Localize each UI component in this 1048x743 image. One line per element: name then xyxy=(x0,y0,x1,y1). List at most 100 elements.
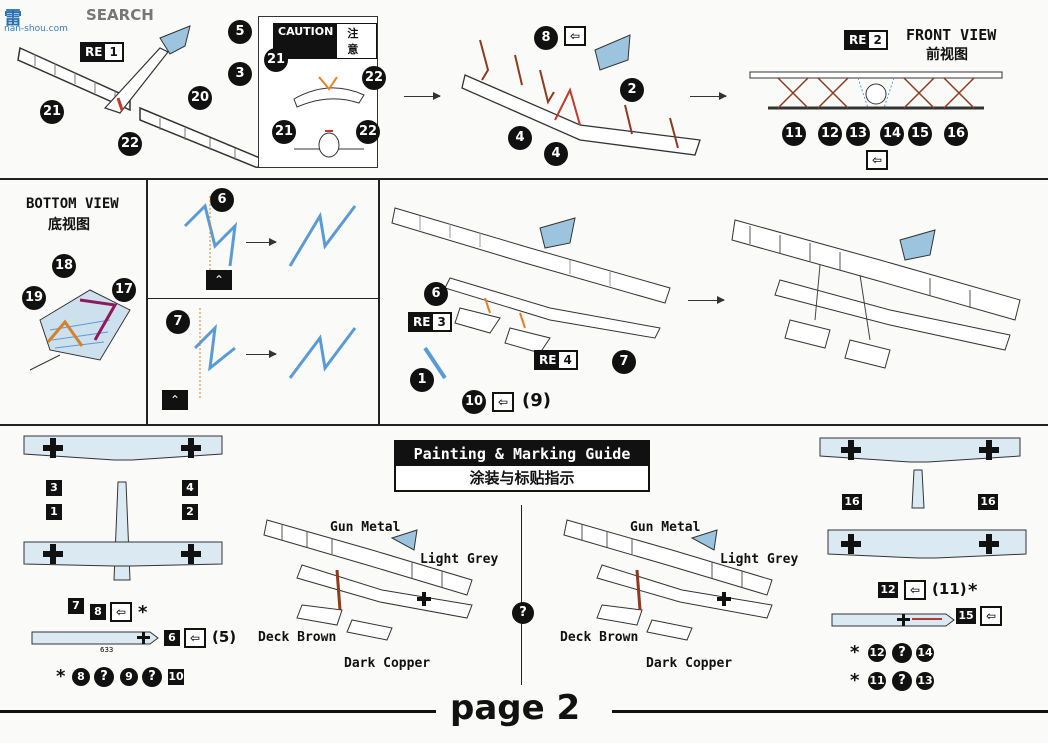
right-bottom-wing-diagram xyxy=(827,469,1027,559)
part-12-front: 12 xyxy=(818,122,842,146)
wing-assembly-diagram xyxy=(17,25,261,168)
color-deck-brown-left: Deck Brown xyxy=(258,630,337,645)
paren-5-label: (5) xyxy=(212,628,237,646)
part-16-front: 16 xyxy=(944,122,968,146)
divider-row1 xyxy=(0,178,1048,180)
step6-part-6: 6 xyxy=(210,188,234,212)
part-19: 19 xyxy=(22,286,46,310)
decal-16-left: 16 xyxy=(842,494,862,510)
guide-title-cn: 涂装与标贴指示 xyxy=(396,466,648,490)
unknown-icon-right-a: ? xyxy=(892,643,912,663)
caution-part-22-top: 22 xyxy=(362,66,386,90)
biplane-assembly-diagram xyxy=(391,207,671,380)
color-dark-copper-left: Dark Copper xyxy=(344,656,431,671)
decal-8-left: 8 xyxy=(90,604,106,620)
bottom-view-title-cn: 底视图 xyxy=(48,217,90,233)
left-top-wing-diagram xyxy=(23,435,223,461)
svg-text:633: 633 xyxy=(100,646,113,654)
star-right-2: * xyxy=(850,642,860,663)
decal-6-left: 6 xyxy=(164,630,180,646)
bottom-view-diagram xyxy=(29,289,131,371)
star-left-1: * xyxy=(138,602,148,623)
color-deck-brown-right: Deck Brown xyxy=(560,630,639,645)
watermark-logo: 雷 SEARCH nan-shou.com xyxy=(4,4,164,38)
decal-12-bottom: 12 xyxy=(868,644,886,662)
front-view-diagram xyxy=(749,71,1003,110)
flip-icon-15: ⇦ xyxy=(980,606,1002,626)
part-4-b: 4 xyxy=(544,142,568,166)
watermark-brand: SEARCH xyxy=(86,6,154,24)
flow-arrow-1 xyxy=(404,92,441,100)
right-top-wing-diagram xyxy=(819,437,1021,463)
page-number: page 2 xyxy=(450,688,581,728)
part-5: 5 xyxy=(228,20,252,44)
decal-16-right: 16 xyxy=(978,494,998,510)
caution-cn: 注 意 xyxy=(347,27,359,56)
decal-9-bottom: 9 xyxy=(120,668,138,686)
star-left-2: * xyxy=(56,666,66,687)
right-fuselage-diagram xyxy=(831,613,955,627)
part-22: 22 xyxy=(118,132,142,156)
step7-part-7: 7 xyxy=(166,310,190,334)
decal-2: 2 xyxy=(182,504,198,520)
color-light-grey-left: Light Grey xyxy=(420,552,499,567)
divider-bottom-view xyxy=(146,180,148,424)
biplane-part-6: 6 xyxy=(424,282,448,306)
decal-1: 1 xyxy=(46,504,62,520)
divider-row2 xyxy=(0,424,1048,426)
biplane-finished-diagram xyxy=(731,219,1021,369)
flip-icon-8: ⇦ xyxy=(564,26,586,46)
caution-box: CAUTION 注 意 xyxy=(258,16,378,168)
decal-13-bottom: 13 xyxy=(916,672,934,690)
paint-biplane-right xyxy=(563,519,773,641)
part-18: 18 xyxy=(52,254,76,278)
paren-11-label: (11) xyxy=(932,580,967,598)
watermark-glyph: 雷 xyxy=(4,8,22,29)
part-13-front: 13 xyxy=(846,122,870,146)
caution-part-21-top: 21 xyxy=(264,48,288,72)
part-4-a: 4 xyxy=(508,126,532,150)
part-3: 3 xyxy=(228,62,252,86)
front-view-title-cn: 前视图 xyxy=(926,47,968,63)
decal-4: 4 xyxy=(182,480,198,496)
front-view-title: FRONT VIEW xyxy=(906,26,997,44)
caution-part-22-bottom: 22 xyxy=(356,120,380,144)
left-bottom-wing-diagram xyxy=(23,481,223,581)
flip-icon-6-left: ⇦ xyxy=(184,628,206,648)
bottom-view-title: BOTTOM VIEW xyxy=(26,196,119,212)
footer-rule-right xyxy=(612,710,1048,713)
flow-arrow-3 xyxy=(688,296,725,304)
biplane-part-7: 7 xyxy=(612,350,636,374)
color-gun-metal-right: Gun Metal xyxy=(630,520,701,535)
paint-biplane-left xyxy=(263,519,473,641)
decal-12-right: 12 xyxy=(878,582,898,598)
caution-header: CAUTION 注 意 xyxy=(273,23,377,59)
divider-guide-center xyxy=(521,505,522,685)
flip-icon-8-left: ⇦ xyxy=(110,602,132,622)
decal-15-right: 15 xyxy=(956,608,976,624)
part-20: 20 xyxy=(188,86,212,110)
flip-icon-10: ⇦ xyxy=(492,392,514,412)
step7-arrow xyxy=(246,350,277,358)
part-15-front: 15 xyxy=(908,122,932,146)
star-right-1: * xyxy=(968,580,978,601)
flip-up-icon-step6: ⌃ xyxy=(206,270,232,290)
decal-14-bottom: 14 xyxy=(916,644,934,662)
watermark-site: nan-shou.com xyxy=(4,24,68,34)
decal-3: 3 xyxy=(46,480,62,496)
flow-arrow-2 xyxy=(690,92,727,100)
unknown-icon-left-b: ? xyxy=(142,667,162,687)
caution-part-21-bottom: 21 xyxy=(272,120,296,144)
strut-assembly-diagram xyxy=(461,34,701,156)
unknown-icon-left-a: ? xyxy=(94,667,114,687)
guide-header: Painting & Marking Guide 涂装与标贴指示 xyxy=(394,440,650,492)
unknown-icon-right-b: ? xyxy=(892,671,912,691)
flip-icon-front: ⇦ xyxy=(866,150,888,170)
part-21: 21 xyxy=(40,100,64,124)
biplane-part-10: 10 xyxy=(462,390,486,414)
biplane-part-1: 1 xyxy=(410,368,434,392)
